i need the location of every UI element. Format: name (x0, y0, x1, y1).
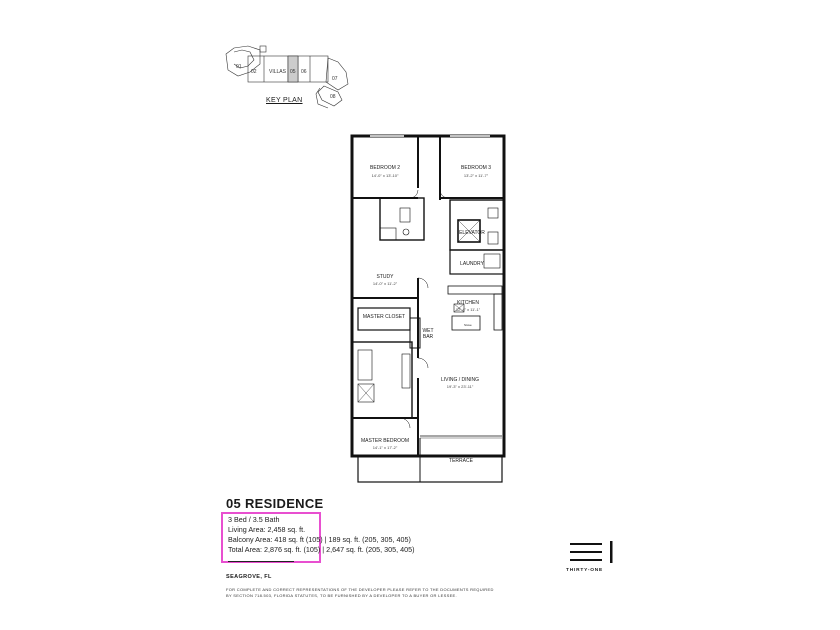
room-master-bedroom-dims: 14'-1" x 17'-2" (372, 445, 398, 450)
room-study-dims: 14'-0" x 11'-2" (372, 281, 398, 286)
room-study: STUDY (376, 274, 394, 280)
room-master-closet: MASTER CLOSET (362, 314, 406, 320)
location-label: SEAGROVE, FL (226, 574, 272, 580)
room-living-dining-dims: 19'-3" x 23'-11" (446, 384, 474, 389)
brand-name: THIRTY-ONE (566, 568, 604, 573)
spec-balcony-area: Balcony Area: 418 sq. ft (105) | 189 sq.… (228, 535, 411, 544)
room-bedroom-2: BEDROOM 2 (369, 165, 401, 171)
floor-plan: BEDROOM 2 14'-0" x 13'-10" BEDROOM 3 13'… (340, 128, 530, 490)
spec-underline (228, 561, 294, 562)
spec-highlight-box (221, 512, 321, 563)
key-unit-08: 08 (330, 94, 336, 100)
key-unit-01: 01 (236, 64, 242, 70)
disclaimer-line-1: FOR COMPLETE AND CORRECT REPRESENTATIONS… (226, 587, 494, 592)
residence-title: 05 RESIDENCE (226, 496, 324, 511)
spec-bed-bath: 3 Bed / 3.5 Bath (228, 515, 280, 524)
key-unit-07: 07 (332, 76, 338, 82)
spec-total-area: Total Area: 2,876 sq. ft. (105) | 2,647 … (228, 545, 415, 554)
room-bedroom-3-dims: 13'-2" x 11'-7" (463, 173, 489, 178)
room-bedroom-2-dims: 14'-0" x 13'-10" (371, 173, 399, 178)
key-plan-diagram: 01 02 VILLAS 05 06 07 08 (225, 45, 349, 109)
room-terrace: TERRACE (449, 458, 473, 464)
room-wet-bar: WET BAR (422, 328, 434, 340)
thirty-one-logo-icon (570, 541, 613, 563)
disclaimer-line-2: BY SECTION 718.503, FLORIDA STATUTES, TO… (226, 593, 457, 598)
key-unit-villas: VILLAS (269, 69, 287, 75)
room-kitchen: KITCHEN (457, 300, 479, 306)
key-plan-label: KEY PLAN (266, 97, 303, 104)
key-unit-05: 05 (290, 69, 296, 75)
room-master-bedroom: MASTER BEDROOM (360, 438, 410, 444)
key-unit-06: 06 (301, 69, 307, 75)
key-unit-02: 02 (251, 69, 257, 75)
room-elevator: ELEVATOR (459, 230, 485, 236)
stove-label: Stove (464, 323, 472, 327)
room-laundry: LAUNDRY (460, 261, 484, 267)
spec-living-area: Living Area: 2,458 sq. ft. (228, 525, 306, 534)
room-living-dining: LIVING / DINING (440, 377, 480, 383)
room-bedroom-3: BEDROOM 3 (460, 165, 492, 171)
room-kitchen-dims: 12'-4" x 11'-1" (455, 307, 481, 312)
disclaimer: FOR COMPLETE AND CORRECT REPRESENTATIONS… (226, 587, 494, 599)
